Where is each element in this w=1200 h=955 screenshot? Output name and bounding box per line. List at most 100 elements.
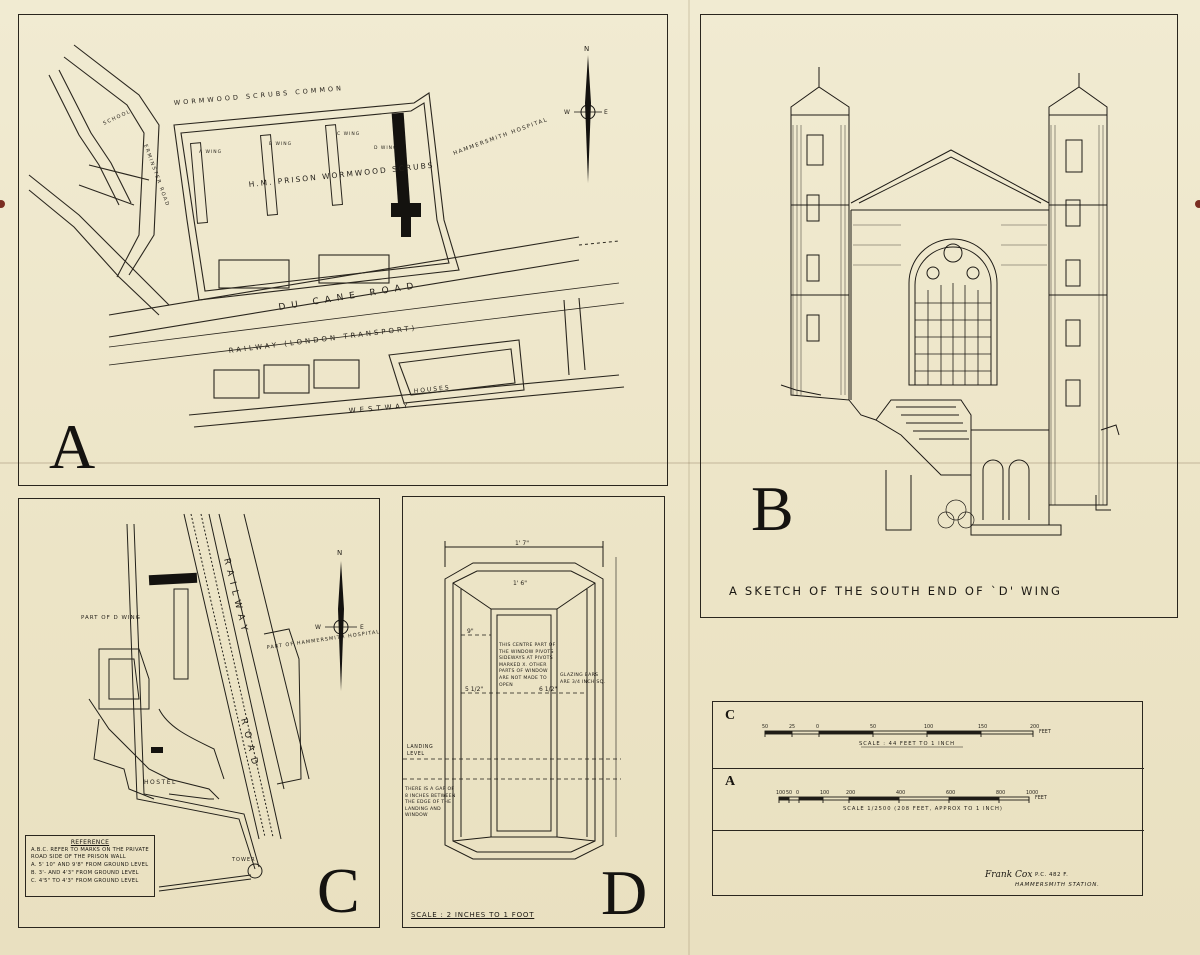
part-of-d-wing [98,648,150,710]
reference-a: A. 5' 10" AND 9'8" FROM GROUND LEVEL [31,862,149,868]
scales-divider-1 [713,768,1144,769]
scale-a-tick-label: 400 [896,790,905,796]
signature: Frank Cox [985,870,1033,880]
label-c-wing: C WING [337,131,360,137]
reference-title: REFERENCE [70,839,110,846]
label-c-d-wing: PART OF D WING [81,615,141,621]
centre-pane [490,608,558,838]
compass-c-w: W [315,624,321,631]
label-common: WORMWOOD SCRUBS COMMON [173,84,344,107]
note-centre-pane: THIS CENTRE PART OF THE WINDOW PIVOTS SI… [499,643,556,688]
left-tower [790,86,850,401]
window-detail-drawing: 1' 7" 1' 6" 9" 5 1/2" 6 1/2" [403,540,621,860]
scale-a-tick-label: 100 [776,790,785,796]
site-map-drawing: WORMWOOD SCRUBS COMMON H.M. PRISON WORMW… [28,44,625,428]
panel-d-scale: SCALE : 2 INCHES TO 1 FOOT [411,911,535,919]
window-glazing [915,283,991,385]
prison-perimeter [173,92,460,301]
panel-d-letter: D [601,857,648,928]
scale-a-tick-label: 1000 [1026,790,1038,796]
compass-c: N W E [315,549,364,691]
scale-a-tick-label: 50 [786,790,792,796]
fold-line-vertical [688,0,690,955]
label-erminster: ERMINSTER ROAD [142,144,170,208]
stairs [875,399,972,476]
station-name: HAMMERSMITH STATION. [1015,882,1100,888]
label-d-wing: D WING [374,145,398,151]
panel-c-letter: C [317,855,360,926]
window-frame [444,562,604,860]
dim-w-left: 5 1/2" [465,686,483,693]
reference-box: REFERENCE A.B.C. REFER TO MARKS ON THE P… [25,835,155,897]
scale-c-unit: FEET [1039,729,1051,735]
main-window [908,238,998,386]
panel-b-letter: B [751,473,794,544]
reference-intro: A.B.C. REFER TO MARKS ON THE PRIVATE ROA… [31,847,149,860]
fold-line-horizontal [0,462,1200,464]
shading [792,125,1104,505]
label-houses: HOUSES [413,384,451,395]
label-school: SCHOOL [102,109,132,127]
note-gap: THERE IS A GAP OF 8 INCHES BETWEEN THE E… [405,787,456,819]
scale-a-tick-label: 800 [996,790,1005,796]
bush [937,499,975,529]
label-du-cane-road: DU CANE ROAD [278,281,420,313]
dim-inner-top: 1' 6" [513,580,527,587]
compass-c-e: E [360,624,364,631]
scale-c-label: C [725,708,736,723]
panel-d-window-detail: 1' 7" 1' 6" 9" 5 1/2" 6 1/2" THIS CENTRE… [402,496,665,928]
label-b-wing: B WING [269,141,292,147]
scale-c-ticks: 50 25 0 50 100 150 200 [762,724,1039,730]
scale-c-tick-label: 25 [789,724,795,730]
label-westway: WESTWAY [348,402,412,415]
scale-a-unit: FEET [1035,795,1047,801]
scale-a-text: SCALE 1/2500 (208 FEET, APPROX TO 1 INCH… [843,806,1003,812]
dim-w-right: 6 1/2" [539,686,557,693]
compass-a-e: E [604,109,608,116]
note-glazing-bars: GLAZING BARS ARE 3/4 INCH SQ. [560,673,606,685]
label-hospital: HAMMERSMITH HOSPITAL [453,117,549,157]
gable [850,149,1050,204]
scale-c-tick-label: 100 [924,724,933,730]
panel-a-site-map: WORMWOOD SCRUBS COMMON H.M. PRISON WORMW… [18,14,668,486]
scale-c-tick-label: 150 [978,724,987,730]
label-c-hostel: HOSTEL [144,779,177,786]
compass-c-n: N [337,549,342,557]
pin-left [0,200,5,208]
scale-c-tick-label: 200 [1030,724,1039,730]
scale-c-tick-label: 0 [816,724,819,730]
dim-left: 9" [467,628,474,635]
scale-a-label: A [725,774,736,789]
wall-marks [148,572,198,753]
panel-b-sketch: B A SKETCH OF THE SOUTH END OF `D' WING [700,14,1178,618]
scale-a-tick-label: 600 [946,790,955,796]
scale-c-tick-label: 50 [762,724,768,730]
reference-c: C. 4'5" TO 4'3" FROM GROUND LEVEL [31,878,139,884]
scale-a-tick-label: 100 [820,790,829,796]
d-wing-black [391,112,421,237]
note-landing: LANDING LEVEL [407,745,434,757]
scales-divider-2 [713,830,1144,831]
scale-a-tick-label: 0 [796,790,799,796]
panel-a-letter: A [49,411,96,482]
panel-c-local-plan: RAILWAY ROAD PART OF D WING PART OF HAMM… [18,498,380,928]
label-c-tower: TOWER [231,857,256,863]
scale-c-tick-label: 50 [870,724,876,730]
compass-a: N W E [564,45,608,183]
dim-top: 1' 7" [515,540,529,547]
label-c-hospital: PART OF HAMMERSMITH HOSPITAL [266,629,380,651]
compass-a-w: W [564,109,570,116]
compass-a-n: N [584,45,589,53]
local-plan-drawing: RAILWAY ROAD PART OF D WING PART OF HAMM… [81,513,380,892]
label-c-railway: RAILWAY [221,557,250,637]
reference-number: P.C. 482 F. [1035,872,1069,878]
label-a-wing: A WING [199,149,222,155]
reference-b: B. 3'- AND 4'3" FROM GROUND LEVEL [31,870,139,876]
du-cane-road-edge [108,236,580,316]
panel-b-caption: A SKETCH OF THE SOUTH END OF `D' WING [729,584,1063,598]
scale-a-tick-label: 200 [846,790,855,796]
